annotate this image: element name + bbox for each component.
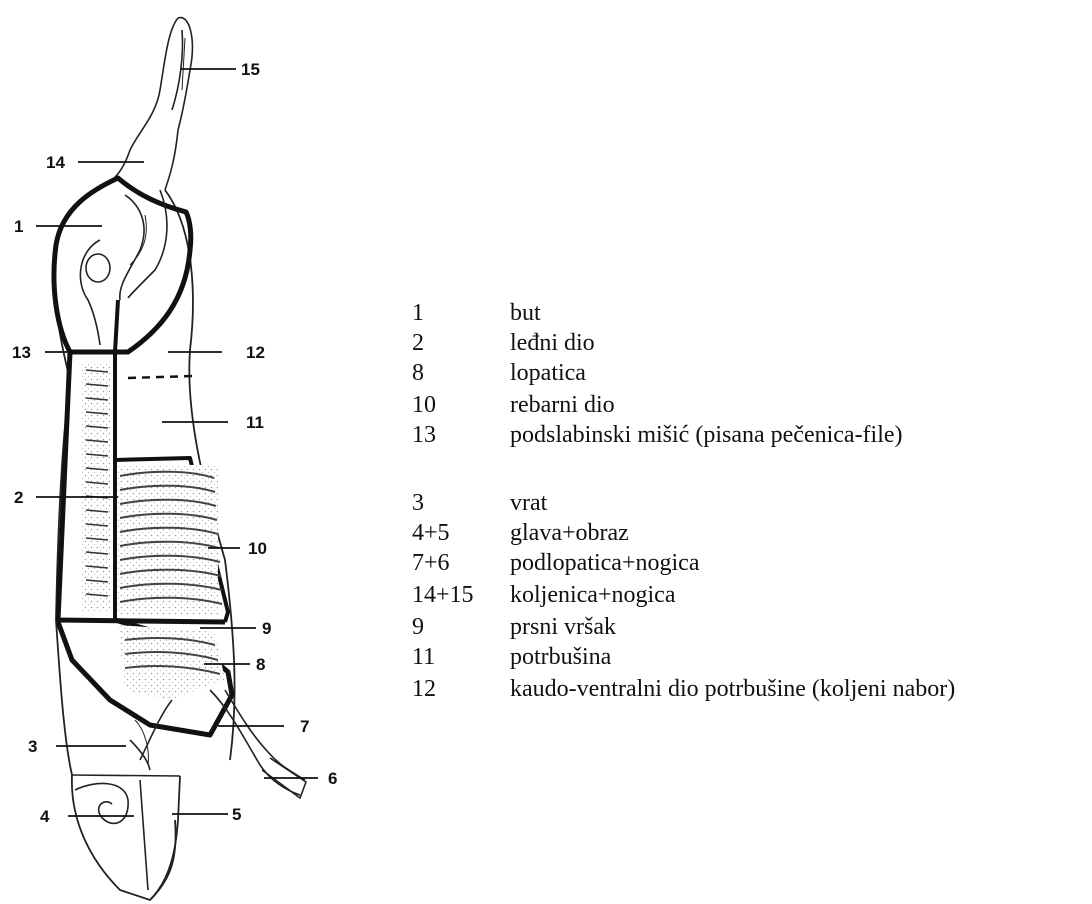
legend-name: potrbušina: [510, 642, 611, 672]
legend-code: 14+15: [412, 580, 512, 610]
callout-15: 15: [241, 60, 260, 79]
legend-name: rebarni dio: [510, 390, 615, 420]
legend-code: 9: [412, 612, 512, 642]
callout-1: 1: [14, 217, 23, 236]
rib-cage: [118, 465, 222, 615]
legend-code: 13: [412, 420, 512, 450]
legend-code: 3: [412, 488, 512, 518]
cuts-legend: 1 but 2 leđni dio 8 lopatica 10 rebarni …: [412, 0, 1092, 904]
legend-name: lopatica: [510, 358, 586, 388]
hind-leg-outline: [112, 18, 192, 190]
legend-name: but: [510, 298, 541, 328]
legend-name: prsni vršak: [510, 612, 616, 642]
carcass-diagram: 15 14 1 13 12 11 2 10 9 8 7 3 6 4 5: [0, 0, 400, 904]
callout-5: 5: [232, 805, 241, 824]
callout-11: 11: [246, 413, 264, 432]
callout-12: 12: [246, 343, 265, 362]
fore-leg: [140, 690, 306, 798]
legend-name: koljenica+nogica: [510, 580, 675, 610]
legend-code: 10: [412, 390, 512, 420]
legend-code: 8: [412, 358, 512, 388]
callout-13: 13: [12, 343, 31, 362]
legend-code: 11: [412, 642, 512, 672]
legend-code: 1: [412, 298, 512, 328]
callout-9: 9: [262, 619, 271, 638]
callout-14: 14: [46, 153, 65, 172]
legend-code: 4+5: [412, 518, 512, 548]
leader-lines: [36, 69, 318, 816]
callout-2: 2: [14, 488, 23, 507]
dashed-cut-line: [128, 376, 192, 378]
callout-10: 10: [248, 539, 267, 558]
callout-3: 3: [28, 737, 37, 756]
legend-name: glava+obraz: [510, 518, 629, 548]
legend-name: vrat: [510, 488, 547, 518]
callout-7: 7: [300, 717, 309, 736]
leg-bones: [80, 190, 167, 345]
legend-name: podlopatica+nogica: [510, 548, 699, 578]
legend-name: kaudo-ventralni dio potrbušine (koljeni …: [510, 674, 955, 704]
callout-labels: 15 14 1 13 12 11 2 10 9 8 7 3 6 4 5: [12, 60, 337, 826]
callout-6: 6: [328, 769, 337, 788]
shoulder-ribs: [118, 625, 225, 700]
callout-8: 8: [256, 655, 265, 674]
legend-name: leđni dio: [510, 328, 595, 358]
legend-name: podslabinski mišić (pisana pečenica-file…: [510, 420, 903, 450]
legend-code: 12: [412, 674, 512, 704]
callout-4: 4: [40, 807, 50, 826]
legend-code: 7+6: [412, 548, 512, 578]
legend-code: 2: [412, 328, 512, 358]
spine-vertebrae: [82, 362, 110, 612]
